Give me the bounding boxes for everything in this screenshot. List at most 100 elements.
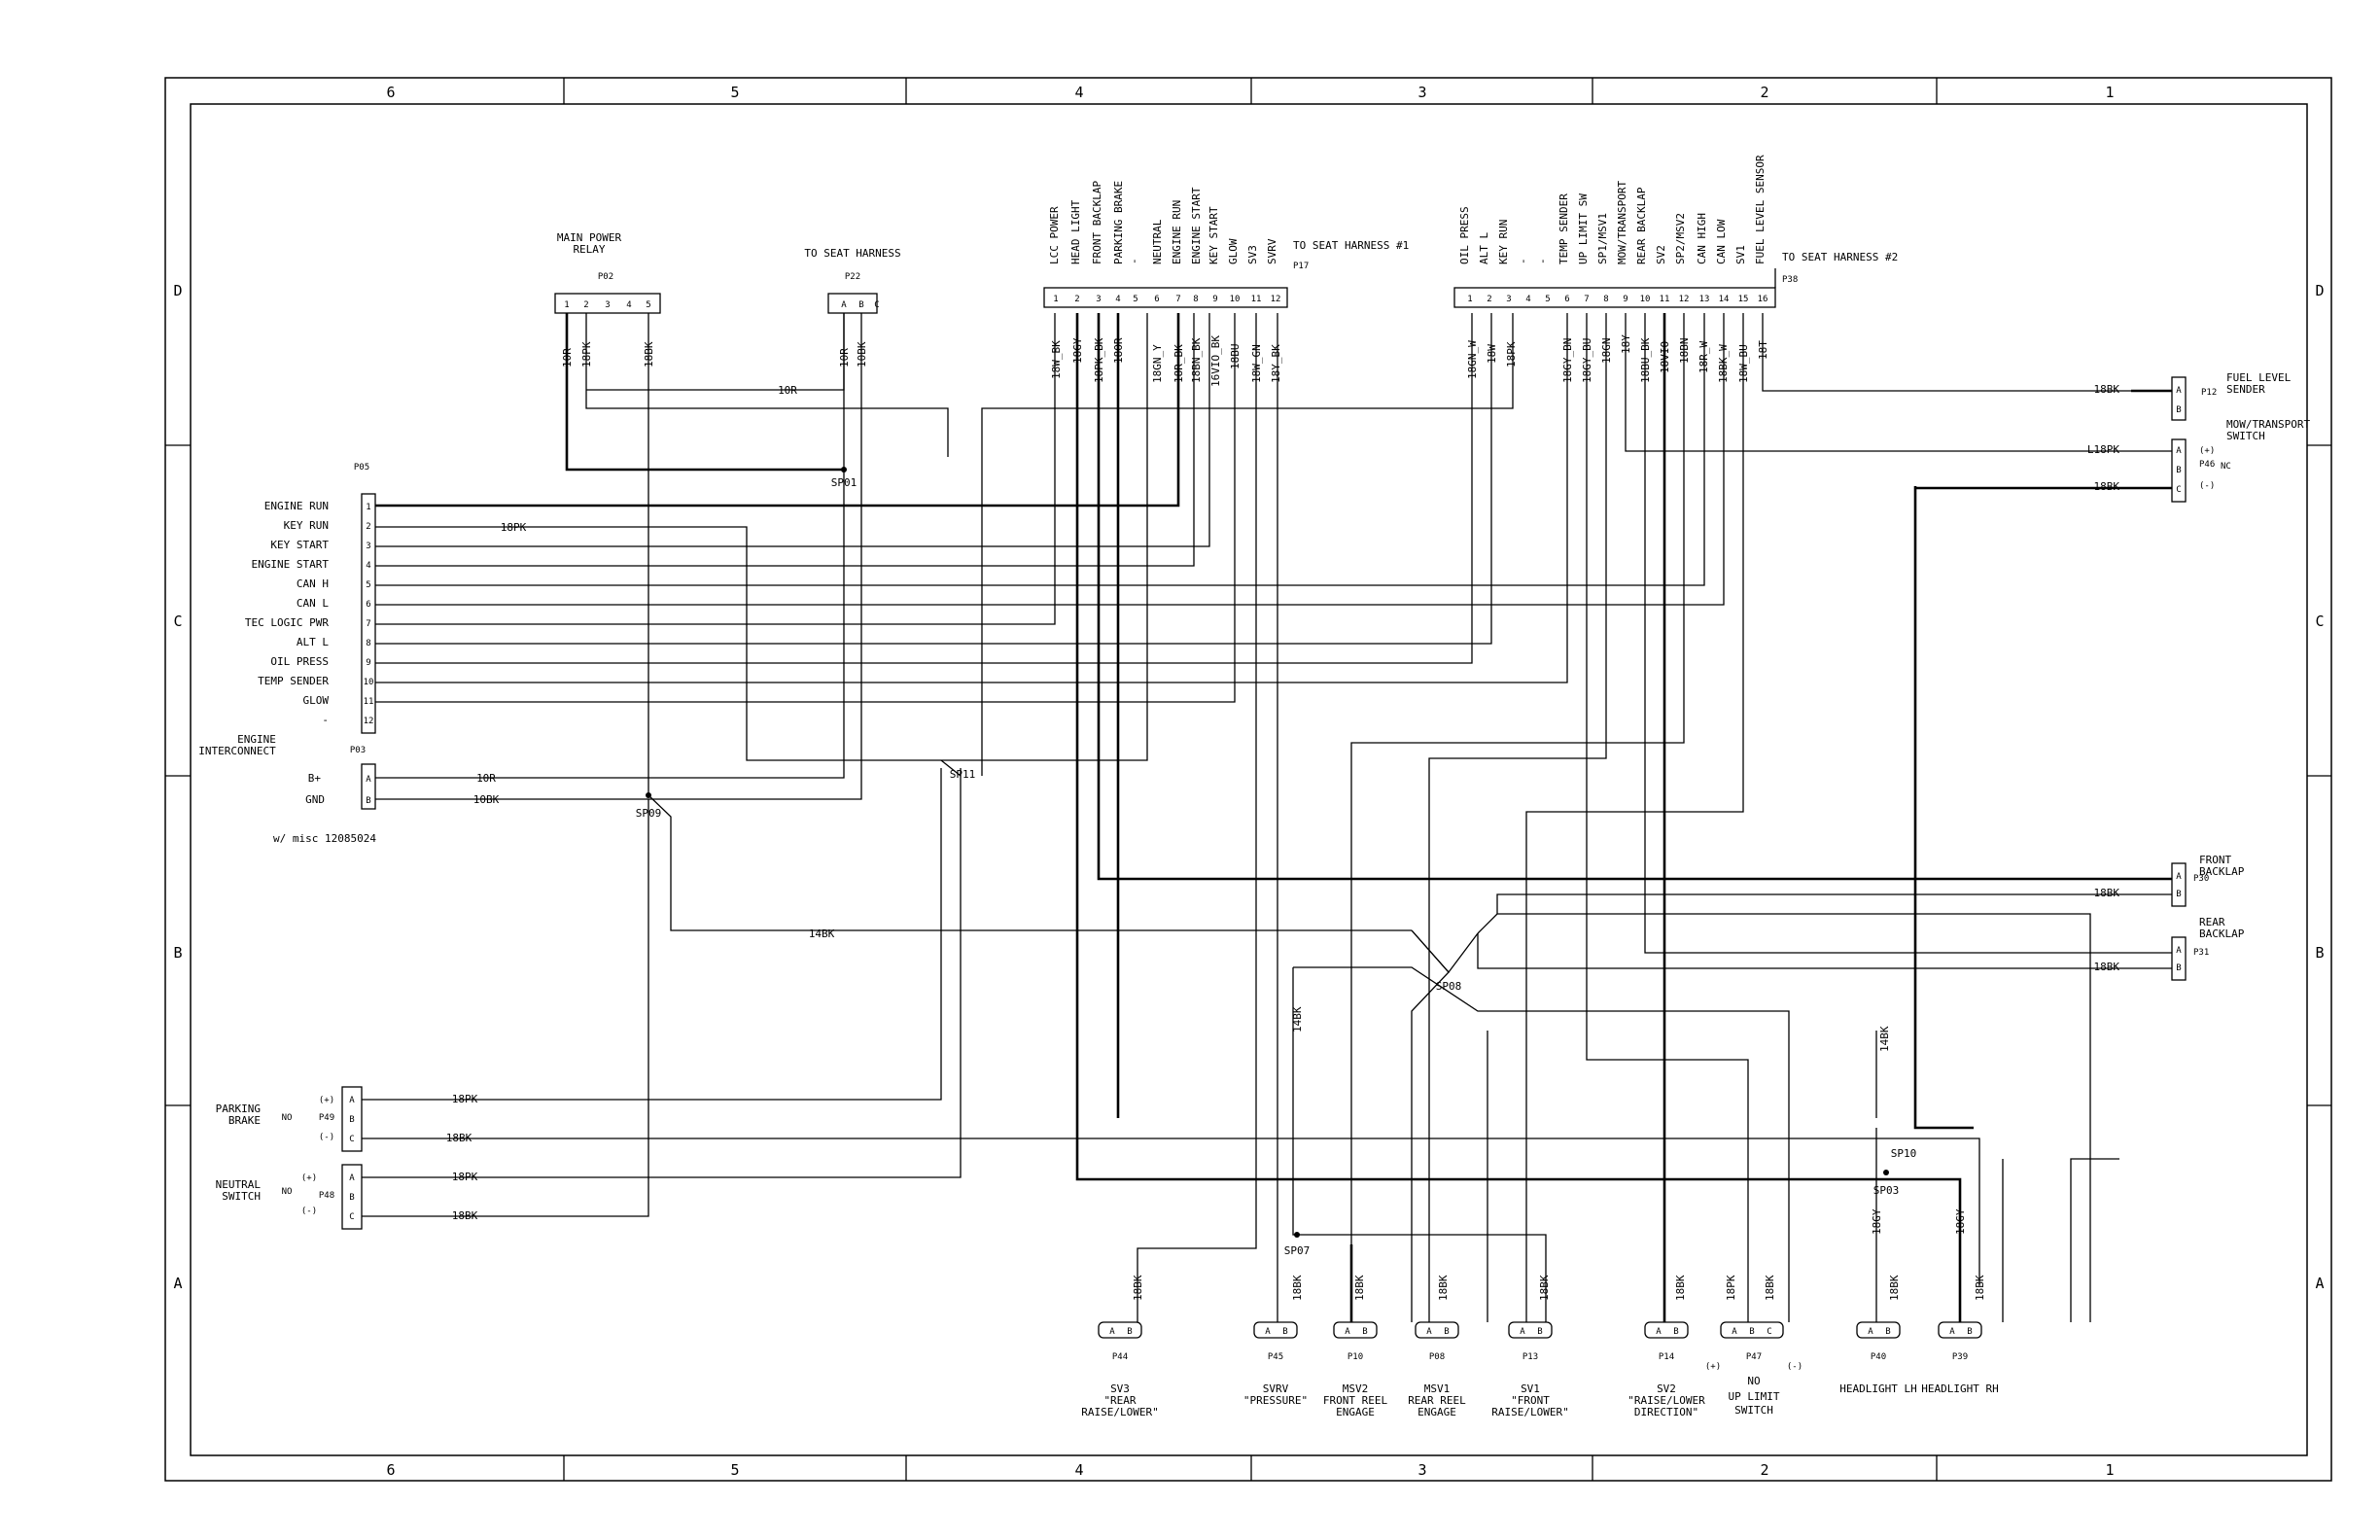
p12-pin-b: B	[2176, 405, 2181, 415]
p03-wire-10r: 10R	[476, 772, 496, 785]
wire-p46-c	[1913, 486, 1974, 1130]
p17-wire-10: 18BU	[1229, 344, 1242, 370]
p30-ref: P30	[2193, 874, 2209, 884]
p05-pin-11: 11	[364, 697, 374, 707]
p05-pin-1: 1	[366, 503, 370, 512]
p17-fn-10: GLOW	[1227, 238, 1240, 264]
p38-wire-15: 18W_BU	[1737, 344, 1750, 383]
relay-pin-2: 2	[583, 300, 588, 310]
p17-ref: P17	[1293, 262, 1309, 271]
p22-pin-b: B	[858, 300, 863, 310]
p17-pin-row: 1 2 3 4 5 6 7 8 9 10 11 12	[1053, 295, 1280, 304]
wire-sp08-p08	[1411, 929, 1450, 1322]
bottom-connectors: A B P44 18BK SV3 "REAR RAISE/LOWER" A B …	[1081, 1208, 1998, 1418]
p46-pin-b: B	[2176, 466, 2181, 475]
p17-fn-12: SVRV	[1266, 238, 1278, 264]
p46-title-2: SWITCH	[2226, 430, 2265, 442]
p17-fn-11: SV3	[1246, 245, 1259, 264]
wire-label-14bk-a: 14BK	[809, 928, 835, 940]
wire-p05-can-h	[374, 313, 1705, 586]
p40-body	[1856, 1321, 1901, 1339]
p17-pin-1: 1	[1053, 295, 1058, 304]
connector-p08: A B P08 18BK MSV1 REAR REEL ENGAGE	[1408, 1275, 1466, 1418]
p08-line-2: REAR REEL	[1408, 1394, 1466, 1407]
p38-fn-12: SP2/MSV2	[1674, 213, 1687, 264]
p17-pin-11: 11	[1251, 295, 1262, 304]
connector-p39: A B P39 18GY 18BK HEADLIGHT RH	[1921, 1208, 1998, 1395]
p48-sign-plus: (+)	[301, 1173, 317, 1183]
relay-wire-18bk: 18BK	[643, 341, 655, 368]
p38-pin-13: 13	[1699, 295, 1710, 304]
p17-fn-4: PARKING BRAKE	[1112, 181, 1125, 264]
p45-body	[1253, 1321, 1298, 1339]
p14-line-3: DIRECTION"	[1634, 1406, 1698, 1418]
p12-title-1: FUEL LEVEL	[2226, 371, 2292, 384]
p38-fn-14: CAN LOW	[1715, 219, 1728, 264]
p31-pin-a: A	[2176, 946, 2182, 956]
wire-p38-sp1	[1428, 313, 1607, 1322]
p44-line-2: "REAR	[1103, 1394, 1136, 1407]
p14-ref: P14	[1659, 1352, 1674, 1362]
p38-pin-15: 15	[1738, 295, 1749, 304]
p05-label-8: ALT L	[297, 636, 329, 648]
p38-fn-4: -	[1517, 258, 1529, 264]
p39-ref: P39	[1952, 1352, 1968, 1362]
p10-pin-a: A	[1345, 1327, 1350, 1337]
p48-state: NO	[282, 1187, 293, 1197]
p17-pin-10: 10	[1230, 295, 1241, 304]
p31-title-1: REAR	[2199, 916, 2225, 928]
wire-p38-sv1	[1525, 313, 1744, 1322]
p13-pin-a: A	[1520, 1327, 1525, 1337]
p40-pin-a: A	[1868, 1327, 1873, 1337]
wire-p17-front-backlap	[1097, 313, 2172, 881]
p05-label-2: KEY RUN	[284, 519, 329, 532]
p38-pin-14: 14	[1719, 295, 1730, 304]
splice-sp08: SP08	[1436, 980, 1462, 993]
p14-wire: 18BK	[1674, 1275, 1687, 1301]
p12-wire: 18BK	[2094, 383, 2120, 396]
wire-relay-18pk	[585, 313, 949, 457]
zone-top-2: 2	[1760, 84, 1768, 101]
connector-p45: A B P45 18BK SVRV "PRESSURE"	[1243, 1275, 1308, 1407]
p49-sign-plus: (+)	[319, 1096, 334, 1105]
p17-wire-2: 18GY	[1071, 337, 1084, 364]
p46-wire-c: 18BK	[2094, 480, 2120, 493]
wire-label-14bk-c: 14BK	[1878, 1026, 1891, 1052]
p38-wire-14: 18BK_W	[1717, 344, 1730, 383]
wire-p05-oil-press	[374, 313, 1473, 664]
p17-pin-6: 6	[1154, 295, 1159, 304]
p05-pin-6: 6	[366, 600, 370, 610]
p05-label-12: -	[322, 714, 329, 726]
wire-relay-18bk	[648, 313, 1412, 931]
p13-wire: 18BK	[1538, 1275, 1551, 1301]
p44-line-3: RAISE/LOWER"	[1081, 1406, 1158, 1418]
p39-body	[1938, 1321, 1982, 1339]
connector-p40: A B P40 18GY 18BK HEADLIGHT LH	[1839, 1208, 1916, 1395]
p03-body	[361, 763, 376, 810]
p10-wire: 18BK	[1353, 1275, 1366, 1301]
p30-title-1: FRONT	[2199, 854, 2231, 866]
p17-fn-7: ENGINE RUN	[1171, 200, 1183, 264]
connector-p10: A B P10 18BK MSV2 FRONT REEL ENGAGE	[1323, 1275, 1388, 1418]
p47-pin-c: C	[1767, 1327, 1771, 1337]
relay-ref: P02	[598, 272, 613, 282]
p38-fn-15: SV1	[1734, 245, 1747, 264]
p48-body	[341, 1164, 363, 1230]
row-left-d: D	[173, 282, 182, 299]
p38-pin-7: 7	[1584, 295, 1589, 304]
relay-pin-3: 3	[605, 300, 610, 310]
p40-ref: P40	[1871, 1352, 1886, 1362]
p45-pin-b: B	[1282, 1327, 1287, 1337]
p39-line-1: HEADLIGHT RH	[1921, 1382, 1998, 1395]
p38-pin-16: 16	[1758, 295, 1768, 304]
p31-body	[2171, 936, 2187, 981]
wire-sp08-ground-b	[1477, 913, 2091, 1322]
wire-p38-up-limit	[1586, 313, 1749, 1322]
relay-pin-4: 4	[626, 300, 631, 310]
p38-fn-11: SV2	[1655, 245, 1667, 264]
p46-ref: P46	[2199, 460, 2215, 470]
wire-p48-c	[362, 799, 649, 1217]
p45-line-1: SVRV	[1263, 1382, 1289, 1395]
connector-p49: PARKING BRAKE NO (+) P49 (-) A B C 18PK …	[216, 1086, 478, 1152]
p05-label-11: GLOW	[303, 694, 330, 707]
